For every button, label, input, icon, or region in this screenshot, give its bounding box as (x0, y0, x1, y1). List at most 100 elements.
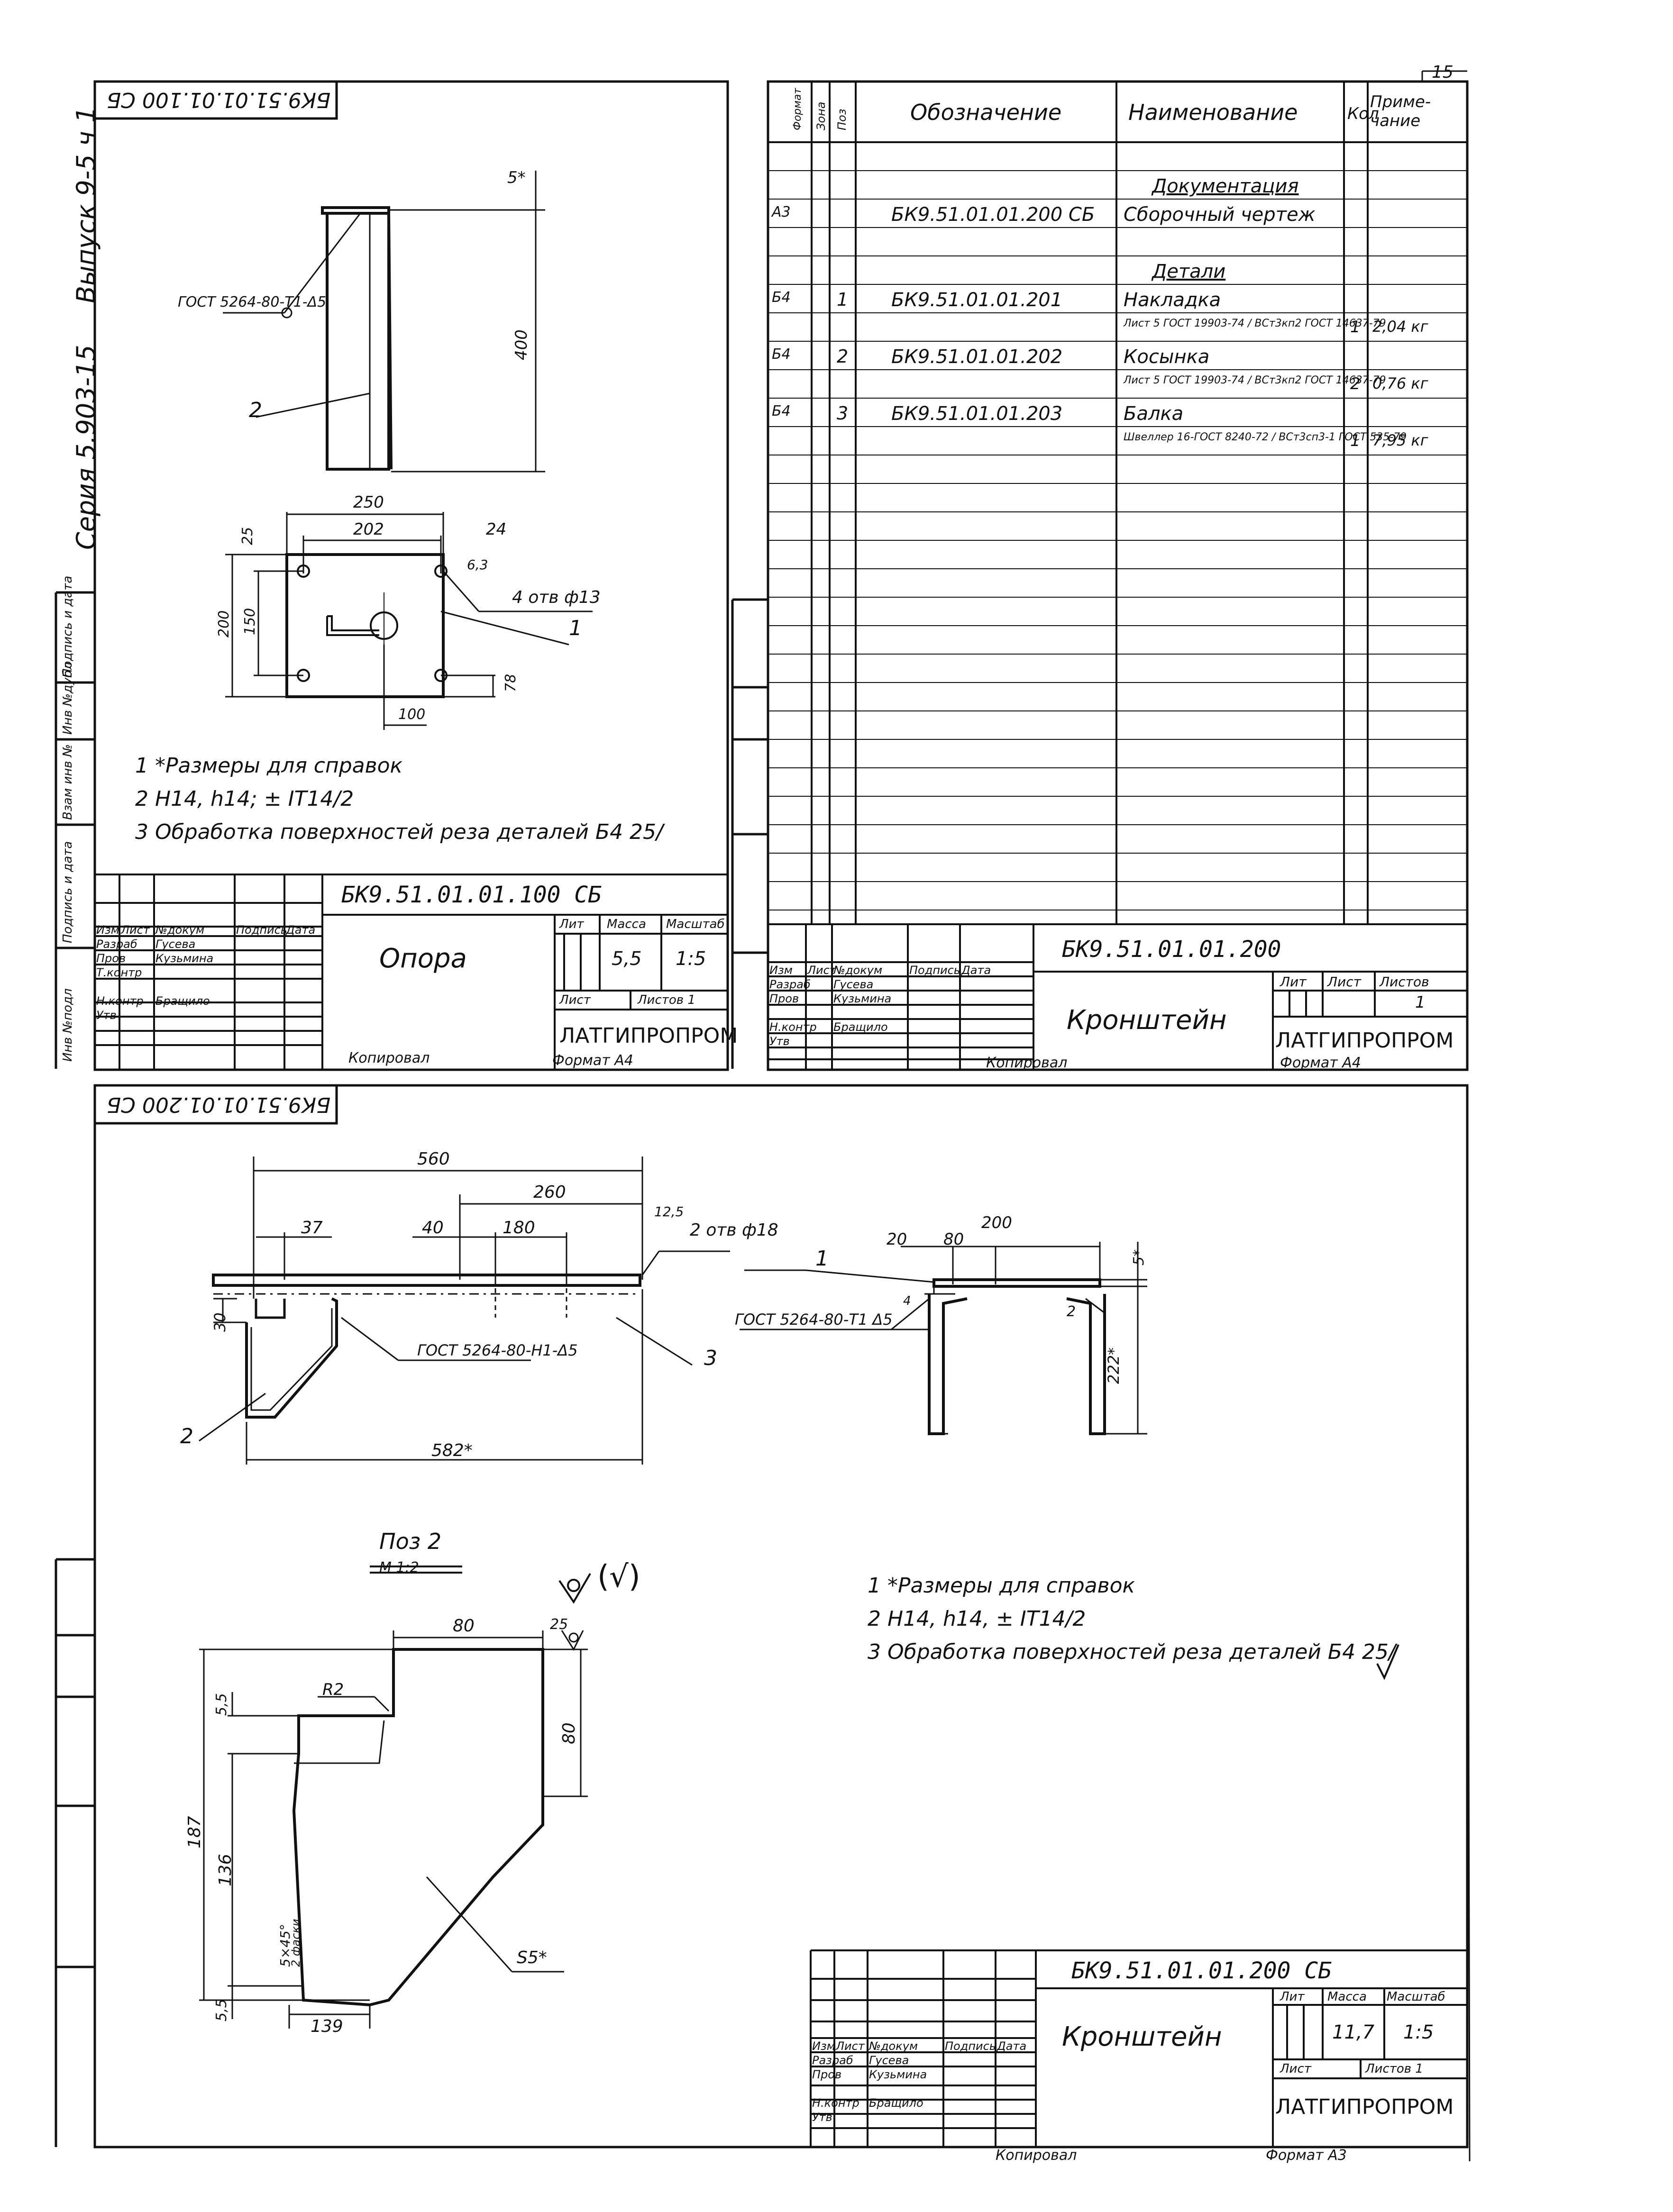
spec-cell-n: Швеллер 16-ГОСТ 8240-72 / ВСт3сп3-1 ГОСТ… (1124, 431, 1407, 443)
dim-80: 80 (943, 1230, 964, 1249)
title-block-cell: Разраб (96, 938, 137, 951)
spec-table-grid (768, 82, 1467, 925)
detail-dim-5-5a: 5,5 (213, 1693, 230, 1716)
title-block-cell: Лист (807, 964, 836, 977)
dim-200: 200 (981, 1213, 1012, 1232)
title-block-cell: Кузьмина (869, 2068, 927, 2081)
detail-dim-187: 187 (185, 1816, 204, 1848)
spec-header: Приме-чание (1370, 92, 1431, 130)
spec-cell-o: БК9.51.01.01.200 СБ (891, 204, 1095, 226)
dim-260: 260 (533, 1183, 566, 1202)
spec-header: Формат (792, 88, 804, 130)
sheet200-note: 2 Н14, h14, ± IT14/2 (868, 1607, 1086, 1631)
spec-cell-n: Накладка (1124, 289, 1221, 311)
sheet200-title-block (810, 1949, 1467, 2147)
sheet200-weld2: ГОСТ 5264-80-Т1 Δ5 (735, 1311, 893, 1329)
sheet100-format: Формат А4 (552, 1052, 633, 1069)
spec-tb-lit: Лит (1280, 974, 1307, 990)
sheet100-holes: 4 отв ф13 (512, 588, 601, 607)
title-block-cell: Гусева (869, 2054, 909, 2067)
roughness-note: (√) (597, 1559, 640, 1594)
sheet200-tb-list-label: Лист (1280, 2062, 1311, 2076)
sheet100-tb-massa-label: Масса (607, 917, 646, 931)
page-number: 15 (1432, 63, 1454, 82)
spec-tb-org: ЛАТГИПРОПРОМ (1275, 1029, 1454, 1053)
title-block-cell: Разраб (769, 978, 811, 991)
title-block-cell: Подпись (236, 923, 287, 937)
dim-78: 78 (503, 674, 519, 692)
dim-40: 40 (422, 1218, 444, 1238)
sheet200-tb-org: ЛАТГИПРОПРОМ (1275, 2095, 1454, 2119)
sheet200-format: Формат А3 (1266, 2147, 1347, 2164)
dim-4: 4 (903, 1294, 911, 1308)
dim-2: 2 (1067, 1303, 1076, 1320)
sheet100-pos2: 2 (249, 398, 262, 422)
title-block-cell: Кузьмина (155, 952, 214, 965)
detail-poz2-outline (292, 1648, 544, 2007)
spec-tb-list-label: Лист (1327, 974, 1361, 990)
dim-30: 30 (211, 1312, 229, 1332)
spec-cell-f: Б4 (772, 403, 791, 419)
sheet200-kopiroval: Копировал (996, 2147, 1077, 2164)
title-block-cell: Утв (812, 2111, 832, 2124)
title-block-cell: Изм (812, 2039, 835, 2053)
title-block-cell: №докум (155, 923, 205, 937)
spec-format: Формат А4 (1280, 1055, 1361, 1071)
spec-cell-f: Б4 (772, 346, 791, 363)
sheet100-tb-masshtab-label: Масштаб (666, 917, 725, 931)
sheet100-note: 2 Н14, h14; ± IT14/2 (135, 787, 354, 811)
sheet100-note: 1 *Размеры для справок (135, 754, 403, 778)
title-block-cell: Подпись (945, 2039, 996, 2053)
detail-dim-136: 136 (216, 1854, 235, 1886)
dim-582: 582* (431, 1441, 473, 1460)
dim-180: 180 (503, 1218, 535, 1238)
dim-25: 25 (239, 527, 256, 545)
sheet200-tb-code: БК9.51.01.01.200 СБ (1071, 1957, 1332, 1984)
title-block-cell: Бращило (155, 994, 210, 1008)
sheet100-kopiroval: Копировал (348, 1050, 430, 1066)
sheet100-tb-list-label: Лист (559, 993, 591, 1007)
stamp-label: Взам инв № (61, 744, 75, 820)
spec-cell-n: Балка (1124, 403, 1184, 425)
dim-222: 222* (1105, 1347, 1123, 1384)
sheet200-holes: 2 отв ф18 (690, 1220, 778, 1240)
dim-24: 24 (486, 520, 507, 539)
sheet200-weld1: ГОСТ 5264-80-Н1-Δ5 (417, 1341, 578, 1359)
series-seria: Серия 5.903-15 (71, 345, 101, 550)
detail-dim-25: 25 (550, 1616, 568, 1633)
dim-12-5: 12,5 (654, 1204, 684, 1220)
stamp-label: Подпись и дата (61, 841, 75, 943)
title-block-cell: Пров (769, 992, 799, 1005)
title-block-cell: №докум (869, 2039, 918, 2053)
spec-kopiroval: Копировал (986, 1055, 1068, 1071)
detail-r2: R2 (322, 1680, 344, 1699)
title-block-cell: Лист (836, 2039, 865, 2053)
sheet100-note: 3 Обработка поверхностей реза деталей Б4… (135, 820, 663, 844)
spec-header: Поз (835, 109, 849, 131)
spec-cell-pr: 2,04 кг (1372, 318, 1428, 336)
title-block-cell: Подпись (909, 964, 960, 977)
dim-200: 200 (216, 610, 232, 637)
spec-cell-n: Лист 5 ГОСТ 19903-74 / ВСт3кп2 ГОСТ 1463… (1124, 318, 1386, 329)
title-block-cell: Лист (121, 923, 150, 937)
dim-37: 37 (301, 1218, 323, 1238)
title-block-cell: Пров (812, 2068, 842, 2081)
dim-20: 20 (887, 1230, 907, 1249)
detail-dim-80a: 80 (453, 1616, 475, 1636)
spec-cell-n: Косынка (1124, 346, 1210, 368)
title-block-cell: Утв (769, 1035, 790, 1048)
sheet200-tb-lit: Лит (1280, 1990, 1305, 2004)
title-block-cell: Н.контр (769, 1020, 817, 1034)
sheet100-frame (93, 80, 729, 1071)
sheet200-tb-name: Кронштейн (1062, 2021, 1222, 2052)
sheet100-pos1: 1 (569, 616, 582, 640)
spec-cell-k: 2 (1350, 374, 1361, 393)
spec-cell-f: Б4 (772, 289, 791, 306)
detail-chamfer-count: 2 фаски (289, 1919, 302, 1967)
title-block-cell: Дата (961, 964, 991, 977)
title-block-cell: Т.контр (96, 966, 142, 979)
title-block-cell: Н.контр (812, 2096, 859, 2110)
dim-400: 400 (512, 329, 531, 360)
sheet100-code-rotated: БК9.51.01.01.100 СБ (107, 88, 331, 112)
